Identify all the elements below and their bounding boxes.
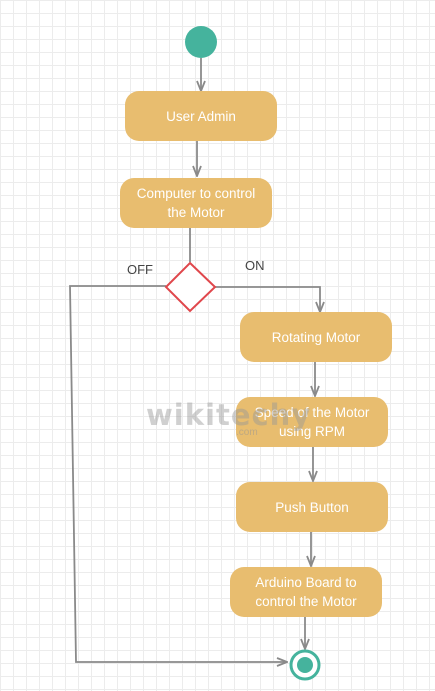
- node-speed-rpm: Speed of the Motor using RPM: [236, 397, 388, 447]
- node-push-button: Push Button: [236, 482, 388, 532]
- node-rotating-motor: Rotating Motor: [240, 312, 392, 362]
- decision-diamond: [164, 261, 217, 313]
- watermark-logo: wikitechy: [146, 398, 312, 432]
- edge-decision-on: [215, 286, 320, 312]
- watermark-suffix: .com: [236, 427, 258, 438]
- label-on: ON: [245, 258, 265, 273]
- end-node: [289, 649, 321, 681]
- edge-decision-off: [69, 285, 287, 662]
- node-computer-control-motor: Computer to control the Motor: [120, 178, 272, 228]
- node-user-admin: User Admin: [125, 91, 277, 141]
- node-arduino-board: Arduino Board to control the Motor: [230, 567, 382, 617]
- label-off: OFF: [127, 262, 153, 277]
- start-node: [185, 26, 217, 58]
